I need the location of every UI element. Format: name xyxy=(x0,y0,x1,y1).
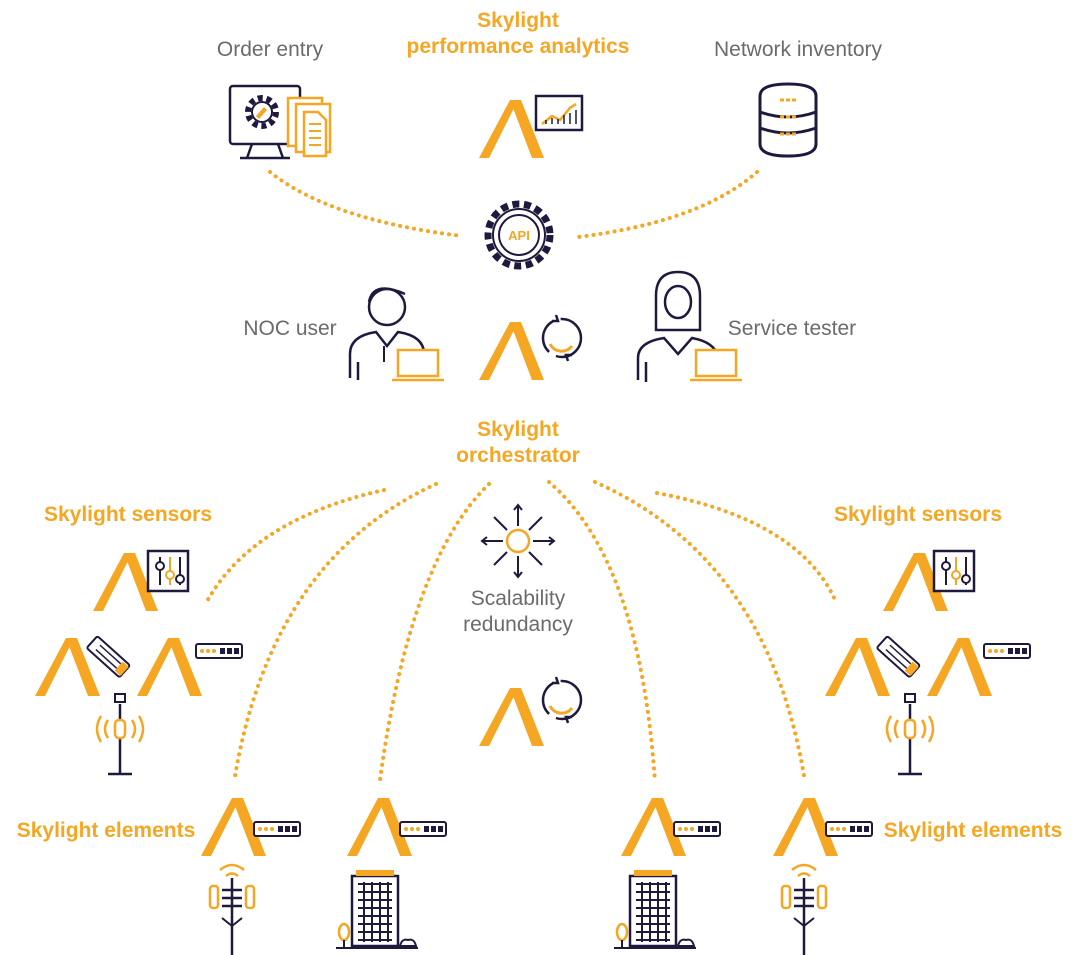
label-elements-left: Skylight elements xyxy=(16,819,196,842)
label-orchestrator-line2: orchestrator xyxy=(456,444,580,467)
sync-icon xyxy=(541,313,583,363)
label-scalability-line1: Scalability xyxy=(470,587,566,610)
label-performance-analytics: Skylight performance analytics xyxy=(380,8,656,60)
label-scalability: Scalability redundancy xyxy=(438,586,598,638)
noc-user-icon xyxy=(348,287,426,380)
sensor-panel-icon xyxy=(146,549,190,593)
skylight-logo-icon xyxy=(479,688,544,746)
api-badge: API xyxy=(508,228,530,243)
connector-orch-right-elements xyxy=(593,480,807,784)
label-sensors-right: Skylight sensors xyxy=(833,503,1003,526)
sync-icon xyxy=(541,675,583,725)
label-sensors-left: Skylight sensors xyxy=(43,503,213,526)
label-noc-user: NOC user xyxy=(243,317,337,340)
api-gear-icon: API xyxy=(484,200,554,270)
office-building-icon xyxy=(612,868,698,950)
label-scalability-line2: redundancy xyxy=(463,613,573,636)
antenna-tower-icon xyxy=(780,863,828,955)
skylight-logo-icon xyxy=(479,100,544,158)
connector-orch-right-sensors xyxy=(655,491,838,604)
connector-orch-building-left xyxy=(378,482,491,782)
network-device-icon xyxy=(399,821,447,837)
network-device-icon xyxy=(673,821,721,837)
skylight-logo-icon xyxy=(137,638,202,696)
antenna-tower-icon xyxy=(95,692,145,776)
connector-inventory-api xyxy=(576,170,759,239)
skylight-logo-icon xyxy=(479,322,544,380)
label-order-entry: Order entry xyxy=(216,38,324,61)
sfp-module-icon xyxy=(85,635,132,679)
antenna-tower-icon xyxy=(208,863,256,955)
network-device-icon xyxy=(983,643,1031,659)
sfp-module-icon xyxy=(875,635,922,679)
network-device-icon xyxy=(253,821,301,837)
label-elements-right: Skylight elements xyxy=(883,819,1063,842)
connector-orch-building-right xyxy=(547,480,657,784)
office-building-icon xyxy=(334,868,420,950)
label-performance-line1: Skylight xyxy=(477,9,559,32)
label-performance-line2: performance analytics xyxy=(406,35,630,58)
gear-monitor-icon xyxy=(228,84,302,160)
connector-lines xyxy=(203,170,838,784)
connector-orch-left-elements xyxy=(232,482,438,784)
network-device-icon xyxy=(825,821,873,837)
sensor-panel-icon xyxy=(932,549,976,593)
sun-arrows-icon xyxy=(480,503,556,579)
skylight-logo-icon xyxy=(927,638,992,696)
network-device-icon xyxy=(195,643,243,659)
label-service-tester: Service tester xyxy=(727,317,857,340)
analytics-chart-icon xyxy=(534,94,584,132)
connector-order-entry-api xyxy=(268,170,464,238)
laptop-icon xyxy=(688,348,744,382)
antenna-tower-icon xyxy=(885,692,935,776)
laptop-icon xyxy=(390,348,446,382)
label-orchestrator: Skylight orchestrator xyxy=(418,417,618,469)
service-tester-icon xyxy=(636,270,720,382)
documents-icon xyxy=(286,96,332,158)
database-icon xyxy=(758,82,818,158)
label-network-inventory: Network inventory xyxy=(713,38,883,61)
connector-orch-left-sensors xyxy=(203,488,386,607)
label-orchestrator-line1: Skylight xyxy=(477,418,559,441)
